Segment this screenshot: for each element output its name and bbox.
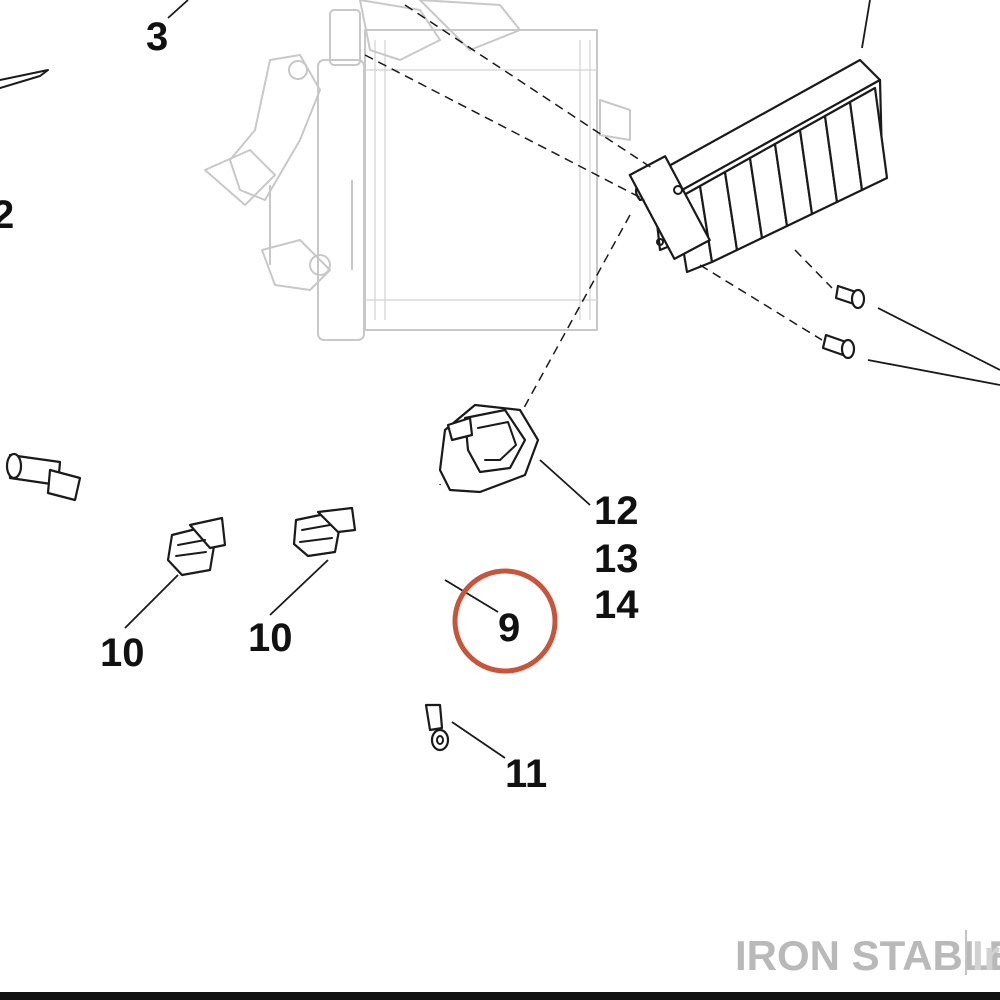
callout-3: 3 xyxy=(146,15,168,59)
alignment-lines xyxy=(364,4,833,416)
bottom-border xyxy=(0,992,1000,1000)
cutoff-part-left xyxy=(0,69,49,89)
harness-connector xyxy=(438,403,540,494)
wiring-harness xyxy=(68,477,452,713)
callout-14: 14 xyxy=(594,583,639,627)
callout-11: 11 xyxy=(505,752,547,796)
harness-clip-right xyxy=(292,506,357,558)
callout-9: 9 xyxy=(498,606,520,650)
regulator-module xyxy=(628,58,889,274)
leader-lines xyxy=(124,0,1000,759)
radiator-frame-ghost xyxy=(204,0,631,341)
watermark-text: IRON STABLE xyxy=(735,932,1000,979)
highlight-circle xyxy=(452,568,558,674)
bolt-lower xyxy=(821,333,856,360)
bolt-upper xyxy=(834,284,866,310)
watermark-suffix: Ir xyxy=(972,932,1000,979)
callout-10-left: 10 xyxy=(100,631,145,675)
ring-terminal xyxy=(424,703,450,752)
callout-10-right: 10 xyxy=(248,616,293,660)
harness-clip-left xyxy=(166,516,227,577)
harness-end-plug xyxy=(5,452,82,502)
callout-2: 2 xyxy=(0,193,14,237)
callout-12: 12 xyxy=(594,489,639,533)
callout-13: 13 xyxy=(594,537,639,581)
